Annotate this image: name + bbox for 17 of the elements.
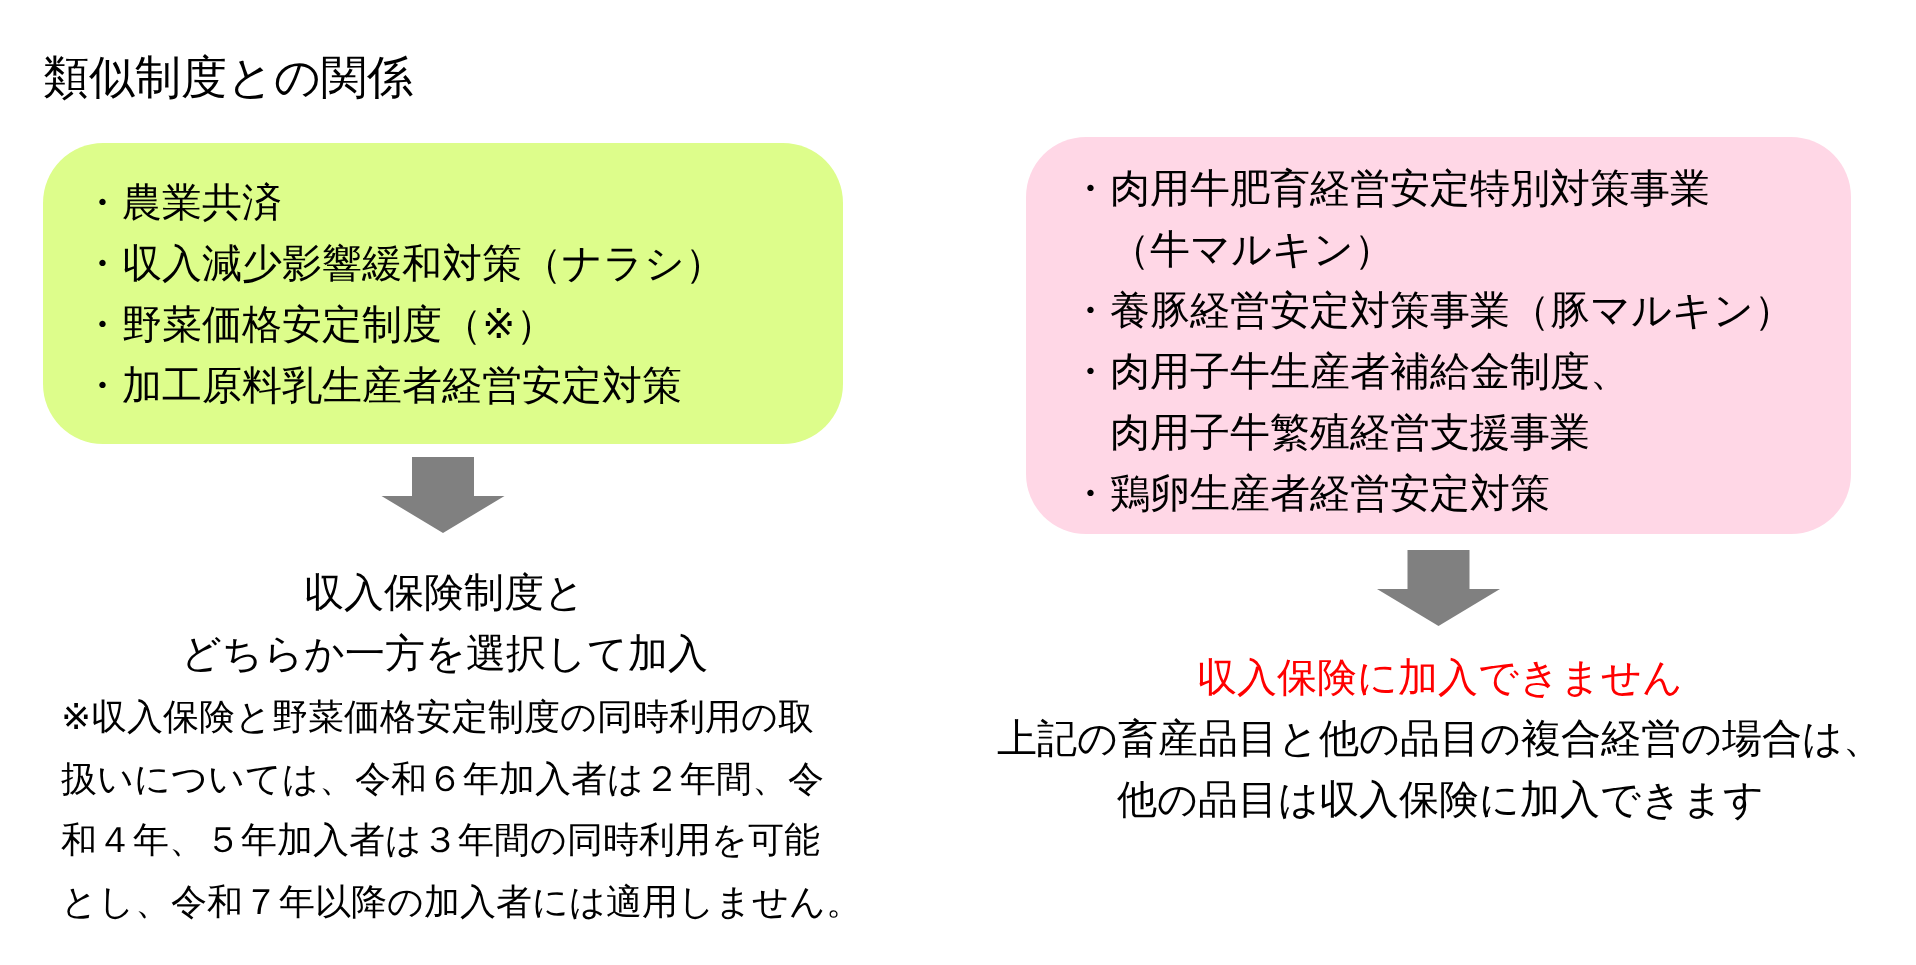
- list-item: ・収入減少影響緩和対策（ナラシ）: [82, 239, 725, 288]
- list-item: ・鶏卵生産者経営安定対策: [1070, 469, 1550, 518]
- rounded-box: [1026, 137, 1851, 534]
- block-arrow: [381, 457, 505, 533]
- block-arrow: [1377, 550, 1500, 626]
- footnote: ※収入保険と野菜価格安定制度の同時利用の取扱いについては、令和６年加入者は２年間、令和４年、５年加入者は３年間の同時利用を可能とし、令和７年以降の加入者には適用しません。: [61, 695, 863, 925]
- list-item: ・野菜価格安定制度（※）: [82, 300, 556, 349]
- rounded-box: [43, 143, 843, 444]
- title: 類似制度との関係: [43, 49, 413, 105]
- list-item: ・肉用牛肥育経営安定特別対策事業（牛マルキン）: [1070, 164, 1711, 274]
- list-item: ・加工原料乳生産者経営安定対策: [82, 361, 682, 410]
- list-item: ・肉用子牛生産者補給金制度、肉用子牛繁殖経営支援事業: [1070, 347, 1631, 457]
- result-text: 収入保険制度とどちらか一方を選択して加入: [174, 562, 714, 684]
- explanation-text: 上記の畜産品目と他の品目の複合経営の場合は、他の品目は収入保険に加入できます: [996, 714, 1884, 824]
- list-item: ・農業共済: [82, 178, 282, 227]
- warning-text: 収入保険に加入できません: [1197, 653, 1683, 702]
- list-item: ・養豚経営安定対策事業（豚マルキン）: [1070, 286, 1794, 335]
